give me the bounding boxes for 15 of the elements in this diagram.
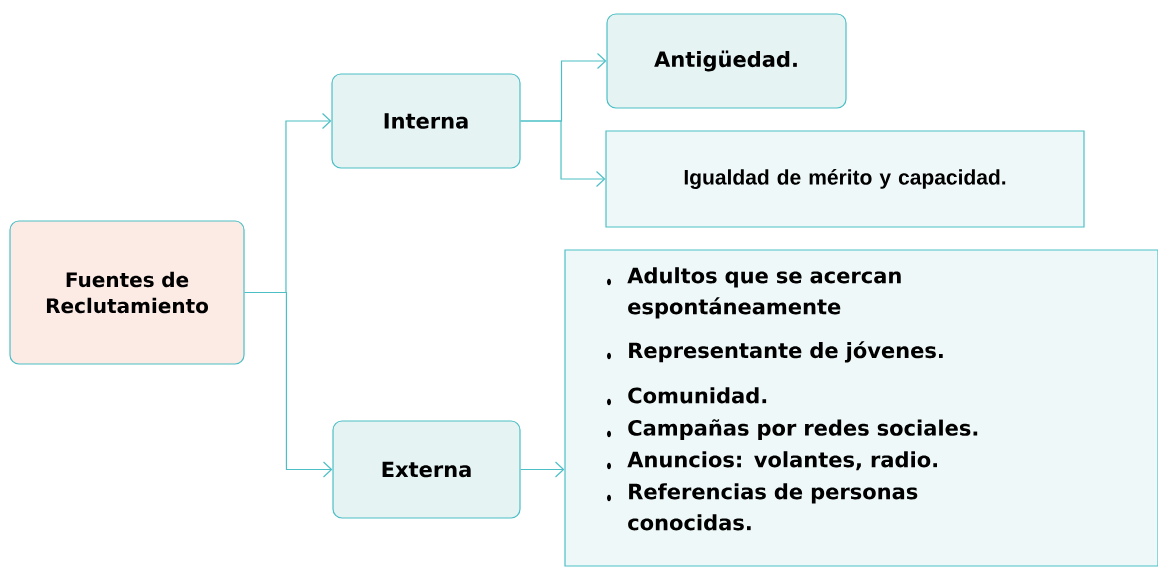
arrow	[520, 461, 565, 478]
list-box	[564, 249, 1158, 567]
source-box: Fuentes de Reclutamiento	[9, 220, 245, 365]
category-box: Interna	[331, 73, 521, 169]
item-box: Antigüedad.	[606, 13, 847, 109]
list-item: Adultos que se acercan espontáneamente	[627, 267, 901, 319]
category-box: Externa	[332, 420, 521, 519]
item-box: Igualdad de mérito y capacidad.	[605, 130, 1085, 228]
list-item: Anuncios: volantes, radio.	[627, 451, 937, 471]
list-item: Comunidad.	[628, 387, 767, 404]
list-item: Referencias de personas conocidas.	[628, 483, 918, 531]
arrow	[520, 120, 606, 188]
arrow	[244, 291, 333, 478]
list-item: Campañas por redes sociales.	[628, 419, 978, 440]
list-item: Representante de jóvenes.	[629, 341, 943, 363]
